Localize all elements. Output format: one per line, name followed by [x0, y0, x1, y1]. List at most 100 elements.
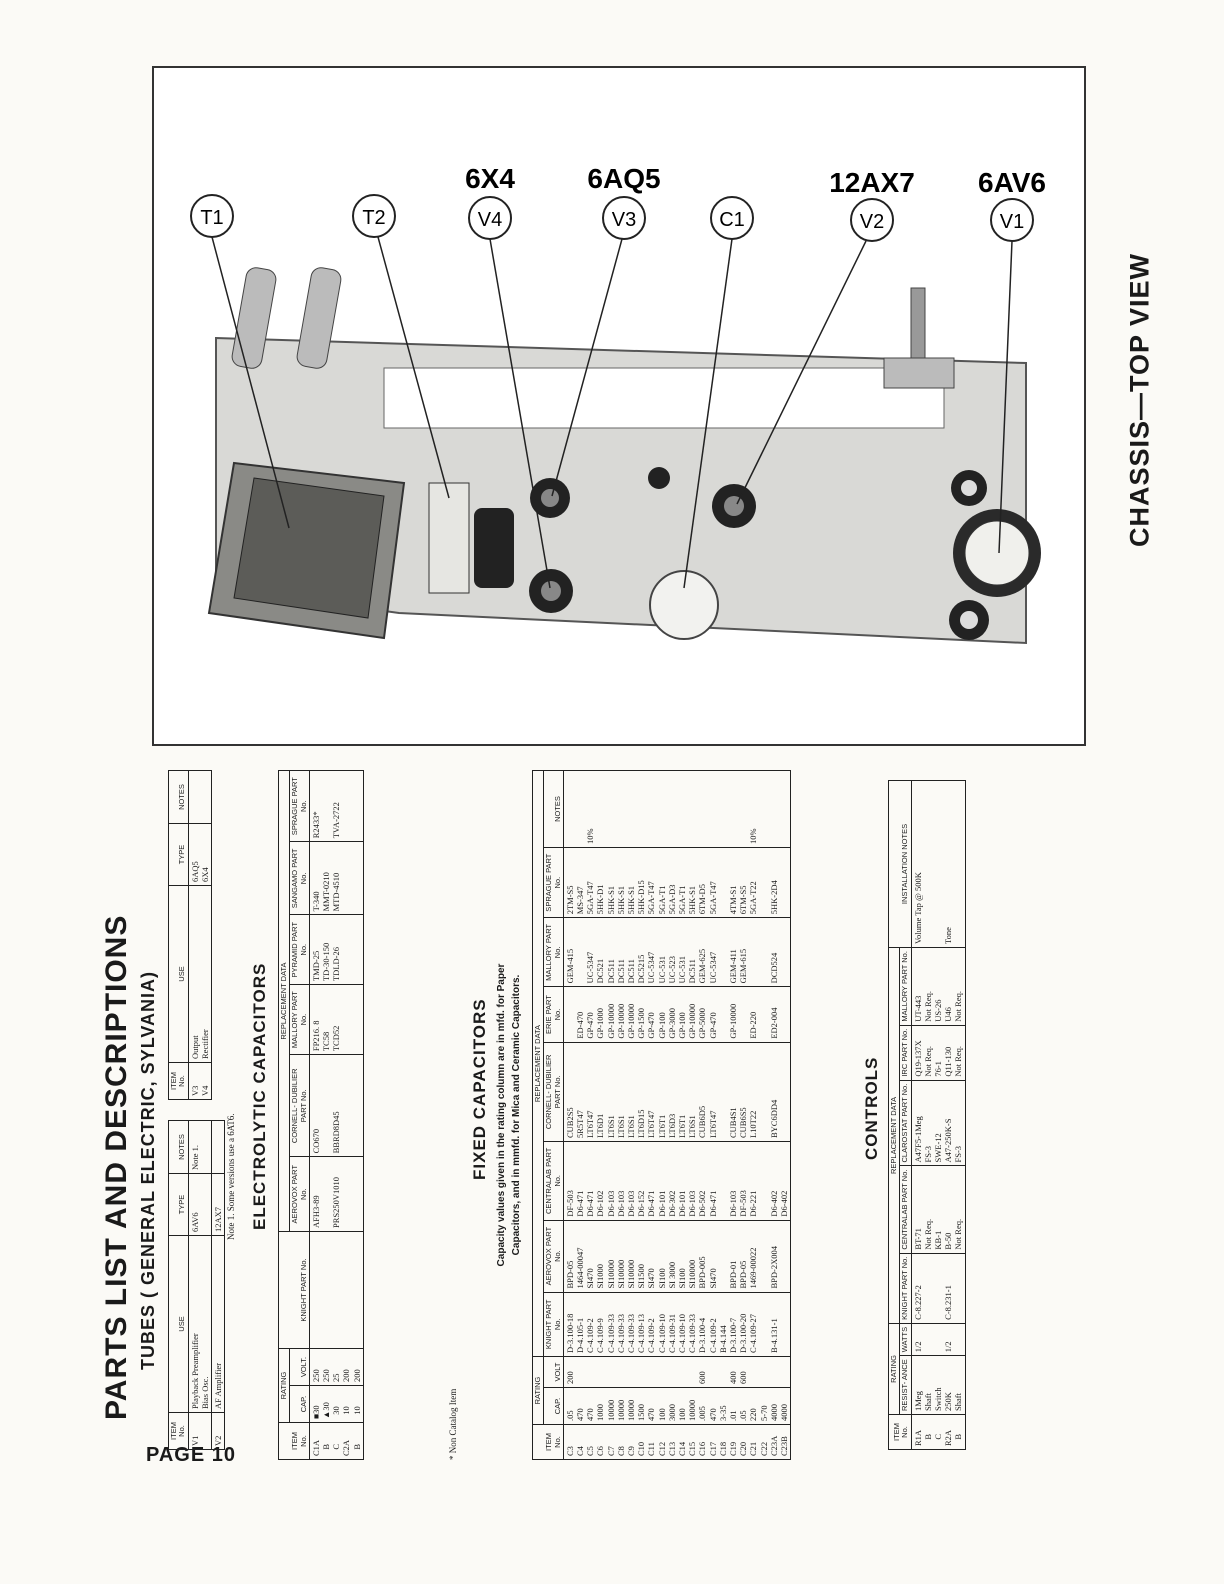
col-header: USE: [168, 1235, 188, 1413]
col-header: NOTES: [168, 1120, 188, 1174]
group-header: REPLACEMENT DATA: [888, 947, 900, 1324]
svg-text:V3: V3: [612, 209, 636, 231]
controls-title: CONTROLS: [862, 1056, 881, 1160]
electrolytic-table: ITEM No. RATING KNIGHT PART No. REPLACEM…: [278, 770, 364, 1460]
callout-t2: T2: [352, 194, 450, 499]
col-header: ERIE PART No.: [543, 986, 564, 1043]
svg-text:V4: V4: [478, 209, 502, 231]
col-header: KNIGHT PART No.: [899, 1253, 911, 1324]
table-cell: 250 250 25 200 200: [309, 1348, 364, 1386]
table-cell: [211, 1120, 225, 1174]
col-header: SPRAGUE PART No.: [289, 770, 310, 842]
chassis-view-title: CHASSIS—TOP VIEW: [1124, 252, 1155, 548]
table-cell: 10% 10%: [563, 770, 791, 848]
table-cell: R2433* TVA-2722: [309, 770, 364, 842]
table-cell: 6AV6: [188, 1173, 212, 1236]
fixed-note-line: Capacity values given in the rating colu…: [496, 963, 507, 1267]
table-cell: ED-470 GP-470 GP-1000 GP-10000 GP-10000 …: [563, 986, 791, 1043]
svg-text:V2: V2: [860, 211, 884, 233]
col-header: VOLT.: [289, 1348, 310, 1386]
col-header: IRC PART No.: [899, 1025, 911, 1081]
col-header: USE: [168, 885, 188, 1063]
group-header: REPLACEMENT DATA: [278, 770, 290, 1232]
col-header: TYPE: [168, 823, 188, 886]
tube-type-v2: 12AX7: [829, 167, 915, 198]
electrolytic-footnote: * Non Catalog Item: [448, 1388, 458, 1460]
table-cell: C-8.227-2 C-8.231-1: [911, 1253, 966, 1324]
table-cell: 1/2 1/2: [911, 1323, 966, 1356]
callout-v3: V3: [551, 196, 646, 497]
chassis-illustration: T1 T2 V4 V3 C1 V2 V1: [190, 163, 1046, 645]
col-header: VOLT: [543, 1356, 564, 1388]
table-cell: AF Amplifier: [211, 1235, 225, 1413]
parts-list-title: PARTS LIST AND DESCRIPTIONS: [100, 914, 133, 1420]
table-cell: A47F5-1Meg FS-3 SWE-12 A47-250K-S FS-3: [911, 1080, 966, 1166]
table-cell: DF-503 D6-471 D6-471 D6-102 D6-103 D6-10…: [563, 1141, 791, 1221]
fixed-title: FIXED CAPACITORS: [470, 998, 489, 1180]
table-row: R1A B C R2A B 1Meg Shaft Switch 250K Sha…: [911, 780, 966, 1450]
table-cell: .05 470 470 1000 10000 10000 10000 1500 …: [563, 1387, 791, 1425]
col-header: CAP.: [289, 1385, 310, 1423]
table-cell: V1: [188, 1412, 212, 1450]
group-header: REPLACEMENT DATA: [532, 770, 544, 1357]
table-cell: 200 600 400 600: [563, 1356, 791, 1388]
table-cell: Playback Preamplifier Bias Osc.: [188, 1235, 212, 1413]
table-cell: BPD-05 1464-00047 SI470 SI1000 SI10000 S…: [563, 1220, 791, 1293]
table-cell: UT-443 Not Req. US-26 U46 Not Req.: [911, 947, 966, 1026]
table-cell: D-3.100-18 D-4.105-1 C-4.109-2 C-4.109-9…: [563, 1292, 791, 1357]
svg-text:V1: V1: [1000, 211, 1024, 233]
col-header: NOTES: [543, 770, 564, 848]
tubes-note: Note 1. Some versions use a 6AT6.: [226, 1113, 236, 1240]
fixed-note: Capacity values given in the rating colu…: [494, 880, 524, 1350]
col-header: CLAROSTAT PART No.: [899, 1080, 911, 1166]
callout-v2: V2: [736, 198, 894, 505]
table-cell: 1Meg Shaft Switch 250K Shaft: [911, 1355, 966, 1415]
callout-v4: V4: [468, 196, 551, 589]
table-cell: Note 1.: [188, 1120, 212, 1174]
table-cell: T-340 MMT-0210 MTD-4510: [309, 841, 364, 915]
group-header: RATING: [532, 1356, 544, 1425]
electrolytic-title: ELECTROLYTIC CAPACITORS: [250, 962, 269, 1230]
col-header: CENTRALAB PART No.: [899, 1166, 911, 1254]
table-cell: 12AX7: [211, 1173, 225, 1236]
tube-type-v4: 6X4: [465, 163, 515, 194]
tube-type-v1: 6AV6: [978, 167, 1046, 198]
col-header: ITEM No.: [532, 1424, 564, 1460]
col-header: MALLORY PART No.: [543, 917, 564, 987]
table-cell: Output Rectifier: [188, 885, 212, 1063]
col-header: AEROVOX PART No.: [543, 1220, 564, 1293]
col-header: SPRAGUE PART No.: [543, 847, 564, 918]
svg-text:C1: C1: [719, 209, 745, 231]
page-number: PAGE 10: [146, 1444, 236, 1466]
table-cell: Volume Tap @ 500K Tone: [911, 780, 966, 948]
col-header: ITEM No.: [168, 1062, 188, 1100]
table-cell: C3 C4 C5 C6 C7 C8 C9 C10 C11 C12 C13 C14…: [563, 1424, 791, 1460]
tubes-table-right: ITEM No. USE TYPE NOTES V3 V4 Output Rec…: [168, 770, 212, 1100]
table-cell: AFH3-89 PRS250V1010: [309, 1156, 364, 1232]
table-cell: V2: [211, 1412, 225, 1450]
col-header: CENTRALAB PART No.: [543, 1141, 564, 1221]
group-header: RATING: [278, 1348, 290, 1423]
callout-v1: V1: [990, 198, 1034, 554]
col-header: PYRAMID PART No.: [289, 914, 310, 985]
col-header: INSTALLATION NOTES: [888, 780, 911, 948]
tubes-table-left: ITEM No. USE TYPE NOTES V1 Playback Prea…: [168, 1120, 225, 1450]
tubes-title: TUBES ( GENERAL ELECTRIC, SYLVANIA): [138, 970, 158, 1370]
col-header: MALLORY PART No.: [289, 984, 310, 1055]
callout-t1: T1: [190, 194, 290, 529]
controls-table: ITEM No. RATING REPLACEMENT DATA INSTALL…: [888, 780, 966, 1450]
table-cell: GEM-415 UC-5347 DC521 DC511 DC511 DC511 …: [563, 917, 791, 987]
col-header: KNIGHT PART No.: [543, 1292, 564, 1357]
col-header: NOTES: [168, 770, 188, 824]
table-row: C3 C4 C5 C6 C7 C8 C9 C10 C11 C12 C13 C14…: [563, 770, 791, 1460]
col-header: ITEM No.: [278, 1422, 310, 1460]
svg-text:T1: T1: [200, 207, 223, 229]
table-row: V2 AF Amplifier 12AX7: [211, 1120, 225, 1450]
col-header: CORNELL- DUBILIER PART No.: [543, 1042, 564, 1142]
table-cell: 2TM-S5 MS-347 5GA-T47 5HK-D1 5HK-S1 5HK-…: [563, 847, 791, 918]
table-cell: V3 V4: [188, 1062, 212, 1100]
table-cell: ■30 ▲30 30 10 10: [309, 1385, 364, 1423]
col-header: CORNELL- DUBILIER PART No.: [289, 1054, 310, 1157]
col-header: RESIST- ANCE: [899, 1355, 911, 1415]
table-cell: C1A B C C2A B: [309, 1422, 364, 1460]
